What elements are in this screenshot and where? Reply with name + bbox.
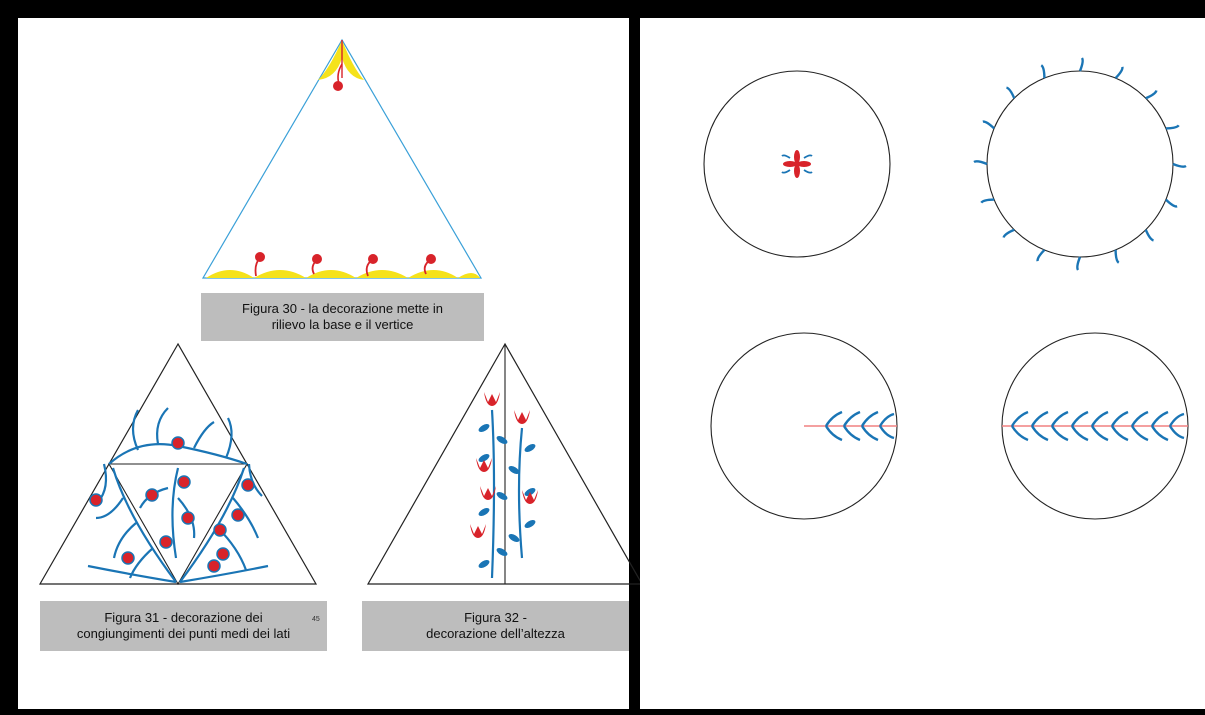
rim-leaf: [1145, 90, 1158, 100]
left-page: Figura 30 - la decorazione mette in rili…: [18, 18, 644, 709]
page-number: 45: [312, 616, 320, 623]
rim-leaf: [1076, 256, 1082, 271]
caption-line: Figura 30 - la decorazione mette in: [242, 301, 443, 316]
caption-line: rilievo la base e il vertice: [271, 317, 414, 332]
circle-diameter-ornament: [1001, 332, 1189, 520]
rim-leaf: [1002, 228, 1015, 238]
rim-leaf: [1144, 229, 1154, 242]
tulips: [470, 392, 538, 538]
circle-radius-ornament: [710, 332, 898, 520]
rim-leaf: [1172, 162, 1187, 168]
rim-leaf: [1165, 124, 1180, 130]
figure-32-caption: Figura 32 - decorazione dell’altezza: [362, 601, 629, 651]
caption-line: Figura 32 -: [464, 610, 527, 625]
figure-32-drawing: [366, 342, 644, 585]
blue-leaves: [478, 424, 536, 568]
figure-30-drawing: [38, 38, 644, 586]
rim-leaf: [1036, 249, 1046, 262]
circle-circumference-ornament: [973, 57, 1187, 271]
rim-leaf: [1165, 198, 1178, 208]
apex-yellow-accent: [318, 40, 364, 80]
figure-31-caption: Figura 31 - decorazione dei congiungimen…: [40, 601, 327, 651]
rim-leaf: [1006, 86, 1016, 99]
circle-decorations: [703, 57, 1189, 520]
right-page: [640, 18, 1205, 709]
rim-leaf: [1114, 66, 1124, 79]
caption-line: decorazione dell’altezza: [426, 626, 565, 641]
caption-line: Figura 31 - decorazione dei: [104, 610, 263, 625]
red-flowers: [89, 436, 255, 573]
circle-center-ornament: [703, 70, 891, 258]
caption-line: congiungimenti dei punti medi dei lati: [76, 626, 291, 641]
medial-triangle: [108, 463, 248, 586]
rim-leaf: [973, 160, 988, 166]
rim-leaf: [980, 198, 995, 204]
rim-leaf: [1040, 64, 1046, 79]
rim-leaf: [1114, 249, 1120, 264]
altitude-stems: [490, 409, 524, 579]
apex-red-dot: [333, 81, 343, 91]
figure-31-drawing: [38, 342, 318, 586]
rim-leaf: [1078, 57, 1084, 72]
base-yellow-accent: [206, 270, 480, 278]
rim-leaf: [982, 120, 995, 130]
blue-vines: [87, 407, 269, 584]
figure-30-caption: Figura 30 - la decorazione mette in rili…: [201, 293, 484, 341]
